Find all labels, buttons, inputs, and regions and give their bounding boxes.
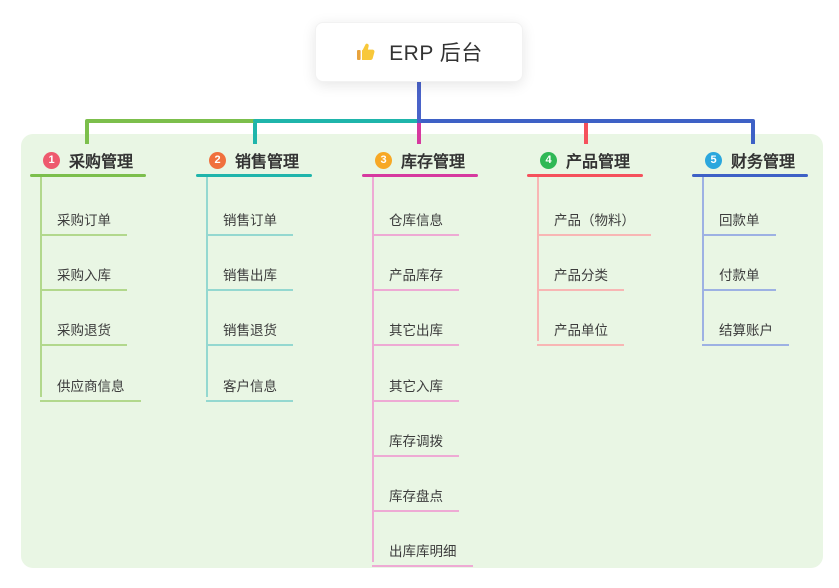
branch-title-label: 库存管理	[401, 154, 466, 171]
branch-title-label: 采购管理	[69, 154, 134, 171]
mindmap-item[interactable]: 仓库信息	[372, 201, 459, 236]
branch-underline	[30, 174, 146, 177]
connector-drop-line	[253, 121, 257, 144]
connector-horizontal-line	[85, 119, 257, 123]
mindmap-item-label: 结算账户	[719, 323, 773, 339]
mindmap-item-label: 采购入库	[57, 268, 111, 284]
connector-horizontal-line	[253, 119, 421, 123]
branch-title-label: 财务管理	[731, 154, 796, 171]
mindmap-item-label: 客户信息	[223, 378, 277, 394]
mindmap-item[interactable]: 客户信息	[206, 367, 293, 402]
mindmap-item-label: 供应商信息	[57, 378, 125, 394]
branch-underline	[196, 174, 312, 177]
connector-drop-line	[751, 121, 755, 144]
canvas-panel	[21, 134, 823, 568]
mindmap-item[interactable]: 产品分类	[537, 256, 624, 292]
branch-connector-line	[206, 177, 208, 397]
branch-badge: 5	[705, 151, 722, 169]
mindmap-item[interactable]: 销售出库	[206, 256, 293, 292]
mindmap-item[interactable]: 销售订单	[206, 201, 293, 236]
mindmap-item-label: 其它入库	[389, 378, 443, 394]
connector-drop-line	[85, 121, 89, 144]
mindmap-item[interactable]: 库存调拨	[372, 422, 459, 457]
mindmap-item-label: 库存调拨	[389, 433, 443, 449]
connector-drop-line	[584, 121, 588, 144]
mindmap-item[interactable]: 产品单位	[537, 311, 624, 347]
mindmap-item[interactable]: 出库库明细	[372, 532, 473, 568]
mindmap-item[interactable]: 采购订单	[40, 201, 127, 236]
branch-node[interactable]: 3 库存管理	[375, 148, 465, 172]
branch-connector-line	[537, 177, 539, 342]
branch-node[interactable]: 2 销售管理	[209, 148, 299, 172]
mindmap-item-label: 付款单	[719, 268, 760, 284]
mindmap-item-label: 销售出库	[223, 268, 277, 284]
root-node[interactable]: ERP 后台	[315, 22, 523, 82]
branch-badge: 4	[540, 151, 557, 169]
mindmap-item-label: 其它出库	[389, 323, 443, 339]
branch-underline	[362, 174, 478, 177]
thumbs-up-icon	[355, 40, 379, 64]
branch-title-label: 销售管理	[235, 154, 300, 171]
root-connector-line	[417, 82, 421, 123]
mindmap-item[interactable]: 库存盘点	[372, 477, 459, 512]
mindmap-item[interactable]: 产品（物料）	[537, 201, 651, 236]
branch-title-label: 产品管理	[566, 154, 631, 171]
root-title: ERP 后台	[389, 42, 483, 65]
mindmap-item-label: 产品单位	[554, 323, 608, 339]
mindmap-item[interactable]: 销售退货	[206, 311, 293, 347]
branch-connector-line	[372, 177, 374, 563]
mindmap-item[interactable]: 产品库存	[372, 256, 459, 292]
branch-connector-line	[40, 177, 42, 397]
mindmap-item-label: 产品（物料）	[554, 213, 635, 228]
mindmap-item-label: 采购订单	[57, 213, 111, 228]
mindmap-item[interactable]: 回款单	[702, 201, 776, 236]
mindmap-item-label: 产品分类	[554, 268, 608, 284]
mindmap-item-label: 产品库存	[389, 268, 443, 284]
branch-badge: 2	[209, 151, 226, 169]
mindmap-item[interactable]: 付款单	[702, 256, 776, 292]
mindmap-item[interactable]: 采购入库	[40, 256, 127, 292]
branch-node[interactable]: 4 产品管理	[540, 148, 630, 172]
mindmap-item-label: 销售退货	[223, 323, 277, 339]
connector-horizontal-line	[417, 119, 755, 123]
branch-connector-line	[702, 177, 704, 342]
mindmap-item[interactable]: 采购退货	[40, 311, 127, 347]
branch-underline	[692, 174, 808, 177]
mindmap-item-label: 回款单	[719, 213, 760, 228]
mindmap-item-label: 销售订单	[223, 213, 277, 228]
mindmap-item[interactable]: 其它出库	[372, 311, 459, 347]
mindmap-item-label: 库存盘点	[389, 489, 443, 504]
mindmap-item[interactable]: 结算账户	[702, 311, 789, 347]
mindmap-item[interactable]: 供应商信息	[40, 367, 141, 402]
branch-node[interactable]: 1 采购管理	[43, 148, 133, 172]
mindmap-item-label: 出库库明细	[389, 544, 457, 560]
mindmap-item[interactable]: 其它入库	[372, 367, 459, 402]
branch-node[interactable]: 5 财务管理	[705, 148, 795, 172]
branch-underline	[527, 174, 643, 177]
mindmap-item-label: 采购退货	[57, 323, 111, 339]
branch-badge: 3	[375, 151, 392, 169]
branch-badge: 1	[43, 151, 60, 169]
connector-drop-line	[417, 121, 421, 144]
mindmap-item-label: 仓库信息	[389, 213, 443, 228]
